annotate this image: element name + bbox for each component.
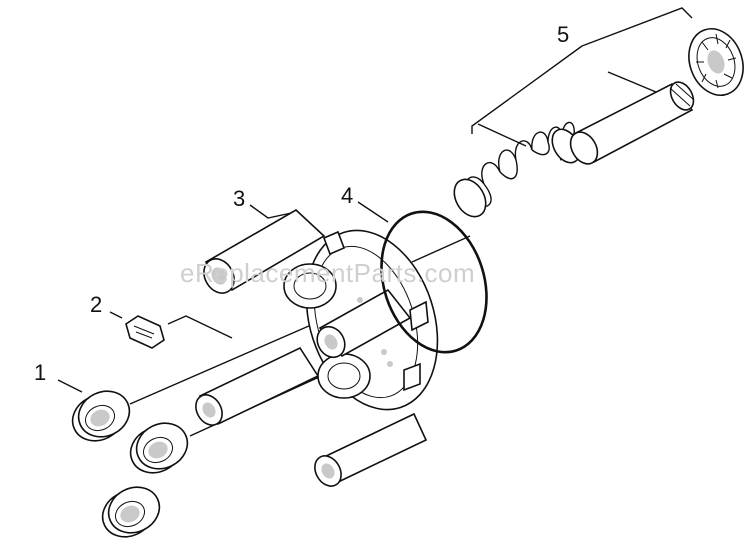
piston-part-5 (569, 81, 695, 165)
seal-ring-1 (71, 390, 131, 442)
seal-ring-3 (101, 486, 161, 538)
callout-3: 3 (233, 186, 245, 211)
watermark-text: eReplacementParts.com (180, 258, 475, 288)
o-ring-part-4 (380, 210, 488, 354)
valve-housing-part-3 (195, 209, 439, 487)
callout-5: 5 (557, 22, 569, 47)
retainer-clip-part-5 (688, 28, 744, 96)
callout-2: 2 (90, 292, 102, 317)
gasket-part-2 (125, 315, 165, 349)
callout-labels: 1 2 3 4 5 (34, 22, 569, 385)
spring-part-5 (453, 121, 581, 218)
callout-4: 4 (341, 183, 353, 208)
seal-ring-2 (129, 422, 189, 474)
callout-1: 1 (34, 360, 46, 385)
